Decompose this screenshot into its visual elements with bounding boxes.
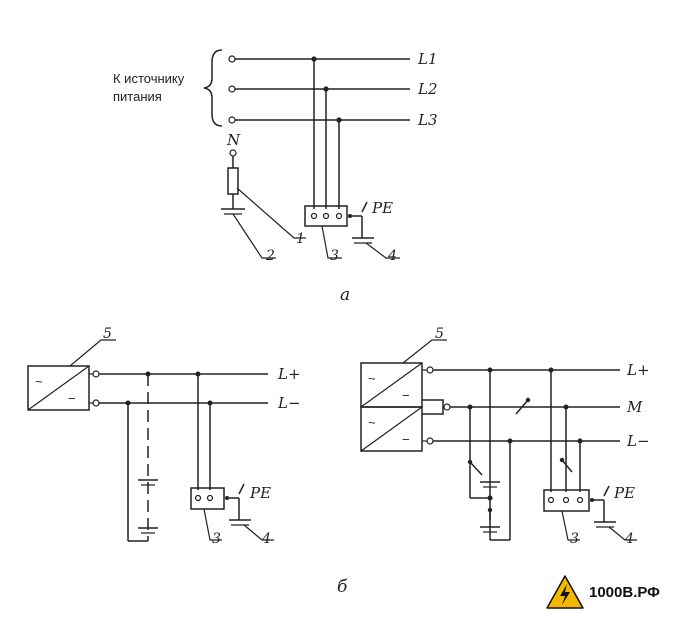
diagram-a: К источнику питания L1 L2 L3 PE N (113, 49, 438, 305)
brand-text: 1000В.РФ (589, 583, 660, 601)
callout-leader-b-right-4 (608, 526, 637, 541)
callout-b-right-5: 5 (435, 326, 444, 342)
label-b-right-lplus: L+ (626, 361, 650, 379)
terminal-l1 (228, 55, 236, 63)
equipment-b-right-terminal-2 (562, 496, 570, 504)
equipment-box-b-right (543, 489, 590, 512)
callout-leader-b-left-3 (203, 508, 222, 541)
diagram-b-right: ~ − ~ − L+ M L− (360, 326, 650, 547)
callout-b-left-3: 3 (212, 531, 221, 547)
label-b-right-m: M (626, 398, 643, 416)
callout-leader-b-left-4 (243, 524, 274, 541)
equipment-b-left-terminal-1 (194, 494, 202, 502)
switch-m-pivot (525, 397, 531, 403)
label-b-right-lminus: L− (626, 432, 650, 450)
callout-1: 1 (296, 231, 305, 247)
switch-pivot-ground-lower (487, 507, 493, 513)
callout-3: 3 (330, 248, 339, 264)
callout-4: 4 (387, 248, 397, 264)
callout-leader-3 (321, 225, 342, 259)
label-l2: L2 (417, 80, 438, 98)
junction-ground-node (487, 495, 493, 501)
dc-source-upper-ac-symbol: ~ (368, 371, 376, 386)
source-label-line2: питания (113, 89, 162, 104)
label-l3: L3 (417, 111, 438, 129)
dc-source-upper-diagonal (360, 362, 423, 408)
label-lminus: L− (277, 394, 301, 412)
terminal-lminus (92, 399, 100, 407)
equipment-terminal-3 (335, 212, 343, 220)
brand-logo: 1000В.РФ (545, 574, 660, 610)
terminal-n (229, 149, 237, 157)
terminal-l2 (228, 85, 236, 93)
label-pe-b-right: PE (613, 484, 635, 502)
equipment-terminal-1 (310, 212, 318, 220)
callout-leader-b-right-5 (402, 339, 447, 364)
pe-conductor-b-right (592, 485, 610, 522)
dc-source-lower-ac-symbol: ~ (368, 415, 376, 430)
pe-conductor-b-left (227, 483, 245, 520)
high-voltage-warning-icon (546, 575, 584, 609)
grounding-resistor (227, 167, 239, 195)
callout-b-left-4: 4 (261, 531, 271, 547)
source-label-line1: К источнику (113, 71, 185, 86)
dc-source-upper-dc-symbol: − (402, 388, 410, 403)
switch-b-right-pivot (559, 457, 565, 463)
callout-b-right-4: 4 (624, 531, 634, 547)
switch-m-line (515, 399, 529, 415)
equipment-b-right-terminal-1 (547, 496, 555, 504)
callout-leader-4 (365, 242, 400, 259)
label-l1: L1 (417, 50, 438, 68)
label-lplus: L+ (277, 365, 301, 383)
dc-source-diagonal (27, 365, 90, 411)
equipment-b-left-terminal-2 (206, 494, 214, 502)
equipment-box (304, 205, 348, 227)
dc-source-lower (360, 406, 423, 452)
switch-pivot-ground-upper (467, 459, 473, 465)
callout-b-right-3: 3 (570, 531, 579, 547)
terminal-b-right-lplus (426, 366, 434, 374)
callout-leader-2 (232, 213, 276, 259)
callout-2: 2 (265, 248, 275, 264)
diagram-b-left: ~ − L+ L− PE 5 3 (27, 326, 301, 547)
callout-leader-b-left-5 (69, 339, 116, 367)
equipment-b-right-terminal-3 (576, 496, 584, 504)
source-brace (203, 49, 223, 127)
pe-conductor (350, 201, 368, 238)
caption-a: а (340, 285, 350, 305)
label-n: N (226, 131, 241, 149)
dc-source-ac-symbol: ~ (35, 374, 43, 389)
midpoint-bridge (422, 399, 444, 415)
switch-lever-ground-upper (469, 461, 483, 476)
terminal-b-right-m (443, 403, 451, 411)
terminal-b-right-lminus (426, 437, 434, 445)
caption-b: б (337, 577, 348, 597)
equipment-terminal-2 (322, 212, 330, 220)
callout-b-left-5: 5 (103, 326, 112, 342)
terminal-l3 (228, 116, 236, 124)
dc-source-lower-dc-symbol: − (402, 432, 410, 447)
switch-b-right-drop (561, 459, 573, 473)
lightning-bolt (560, 584, 570, 605)
callout-leader-b-right-3 (561, 510, 580, 541)
callout-leader-1 (236, 187, 306, 239)
dc-source-dc-symbol: − (68, 391, 76, 406)
dc-source (27, 365, 90, 411)
label-pe: PE (371, 199, 393, 217)
dc-source-lower-diagonal (360, 406, 423, 452)
terminal-lplus (92, 370, 100, 378)
label-pe-b-left: PE (249, 484, 271, 502)
equipment-box-b-left (190, 487, 225, 510)
